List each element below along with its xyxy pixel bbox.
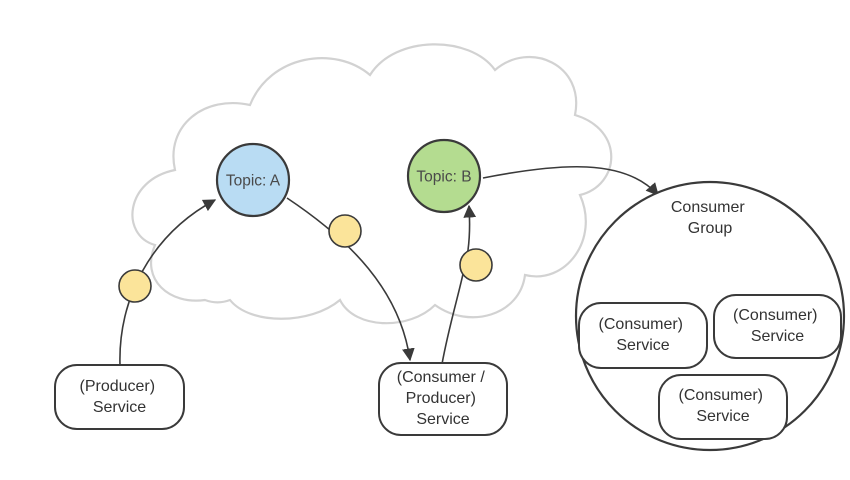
- message-dot: [328, 214, 362, 248]
- consumer-service-node: (Consumer) Service: [658, 374, 788, 440]
- consumer-group-node: Consumer Group (Consumer) Service (Consu…: [574, 180, 846, 452]
- topic-a-node: Topic: A: [215, 142, 291, 218]
- topic-b-label: Topic: B: [416, 169, 471, 186]
- consumer-service-node: (Consumer) Service: [713, 294, 842, 359]
- consumer-service-label: (Consumer) Service: [733, 307, 822, 345]
- topic-b-node: Topic: B: [406, 138, 482, 214]
- topic-b-to-consumer-group-arrow: [482, 165, 659, 196]
- topic-a-label: Topic: A: [226, 173, 281, 190]
- consumer-producer-service-node: (Consumer / Producer) Service: [378, 362, 508, 436]
- cloud-shape: [131, 43, 613, 325]
- producer-service-node: (Producer) Service: [54, 364, 185, 430]
- consumer-service-label: (Consumer) Service: [599, 316, 688, 354]
- message-dot: [459, 248, 493, 282]
- consumer-producer-service-label: (Consumer / Producer) Service: [397, 369, 489, 428]
- consumer-service-label: (Consumer) Service: [679, 387, 768, 425]
- consumer-producer-to-topic-b-arrow: [441, 204, 477, 365]
- producer-service-label: (Producer) Service: [79, 378, 159, 416]
- consumer-service-node: (Consumer) Service: [578, 302, 708, 369]
- consumer-group-title: Consumer Group: [671, 199, 749, 237]
- topic-a-to-consumer-producer-arrow: [286, 197, 415, 362]
- message-dot: [118, 269, 152, 303]
